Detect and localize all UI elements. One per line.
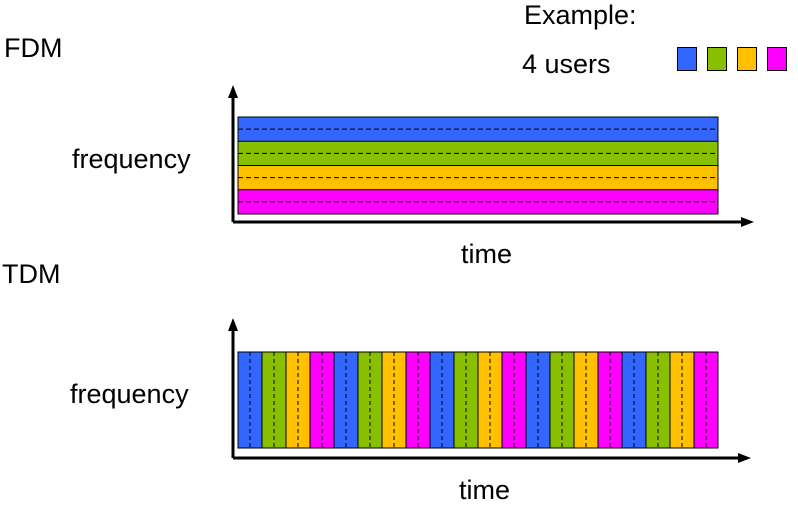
tdm-y-axis-arrow [228, 318, 238, 331]
fdm-frame [237, 116, 719, 215]
tdm-title: TDM [2, 259, 61, 289]
fdm-title: FDM [4, 33, 63, 63]
tdm-x-axis-arrow [738, 453, 751, 463]
legend-swatch-user-2 [707, 47, 727, 71]
tdm-y-axis-label: frequency [70, 379, 189, 409]
fdm-diagram [237, 116, 719, 215]
legend-subtitle: 4 users [522, 49, 611, 79]
tdm-x-axis-label: time [459, 475, 511, 505]
legend-swatch-user-4 [767, 47, 787, 71]
fdm-x-axis-label: time [461, 239, 513, 269]
legend-title: Example: [524, 0, 637, 30]
legend-swatch-user-3 [737, 47, 757, 71]
fdm-y-axis-label: frequency [72, 144, 191, 174]
axes [228, 85, 754, 463]
tdm-diagram [237, 351, 719, 449]
fdm-y-axis-arrow [228, 85, 238, 98]
fdm-x-axis-arrow [741, 217, 754, 227]
legend-swatch-user-1 [677, 47, 697, 71]
